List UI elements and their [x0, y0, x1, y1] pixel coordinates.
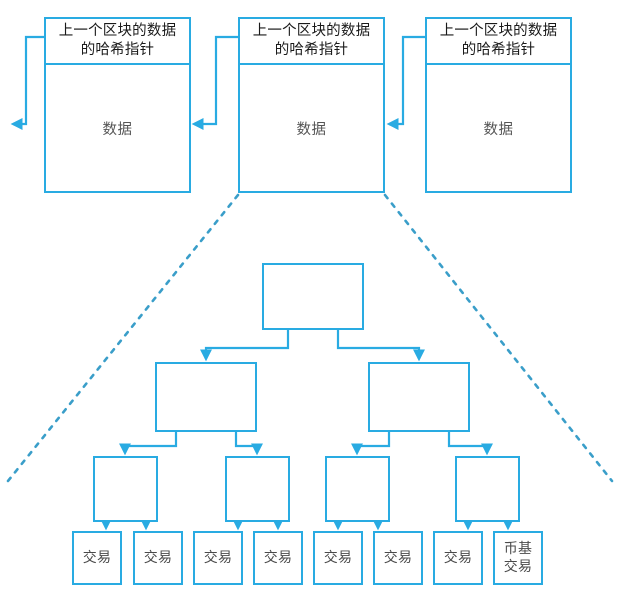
hash-pointer-arrow-1 [10, 35, 44, 131]
tree-edge-l-ll [118, 432, 178, 456]
coinbase-transaction-box: 币基 交易 [493, 531, 543, 585]
merkle-node-right [368, 362, 470, 432]
blockchain-block-2: 上一个区块的数据 的哈希指针 数据 [238, 17, 385, 193]
tree-edge-root-left [199, 330, 290, 362]
tree-edge-r-rl [350, 432, 391, 456]
expand-line-right-icon [383, 193, 614, 483]
merkle-node-right-left [325, 456, 390, 522]
block-data-body: 数据 [483, 121, 514, 138]
block-hash-pointer-header: 上一个区块的数据 的哈希指针 [427, 19, 570, 65]
transaction-box-5: 交易 [313, 531, 363, 585]
merkle-node-left-right [225, 456, 290, 522]
blockchain-block-3: 上一个区块的数据 的哈希指针 数据 [425, 17, 572, 193]
block-data-body: 数据 [296, 121, 327, 138]
tree-edge-r-rr [447, 432, 494, 456]
block-hash-pointer-header: 上一个区块的数据 的哈希指针 [240, 19, 383, 65]
hash-pointer-arrow-3 [386, 35, 425, 131]
merkle-node-left-left [93, 456, 158, 522]
tree-edge-l-lr [234, 432, 264, 456]
merkle-root-node [262, 263, 364, 330]
blockchain-block-1: 上一个区块的数据 的哈希指针 数据 [44, 17, 191, 193]
block-hash-pointer-header: 上一个区块的数据 的哈希指针 [46, 19, 189, 65]
transaction-box-1: 交易 [72, 531, 122, 585]
hash-pointer-arrow-2 [191, 35, 238, 131]
merkle-node-right-right [455, 456, 520, 522]
tree-edge-root-right [336, 330, 426, 362]
transaction-box-4: 交易 [253, 531, 303, 585]
transaction-box-6: 交易 [373, 531, 423, 585]
expand-line-left-icon [6, 193, 240, 483]
transaction-box-7: 交易 [433, 531, 483, 585]
transaction-box-3: 交易 [193, 531, 243, 585]
merkle-node-left [155, 362, 257, 432]
transaction-box-2: 交易 [133, 531, 183, 585]
block-data-body: 数据 [102, 121, 133, 138]
